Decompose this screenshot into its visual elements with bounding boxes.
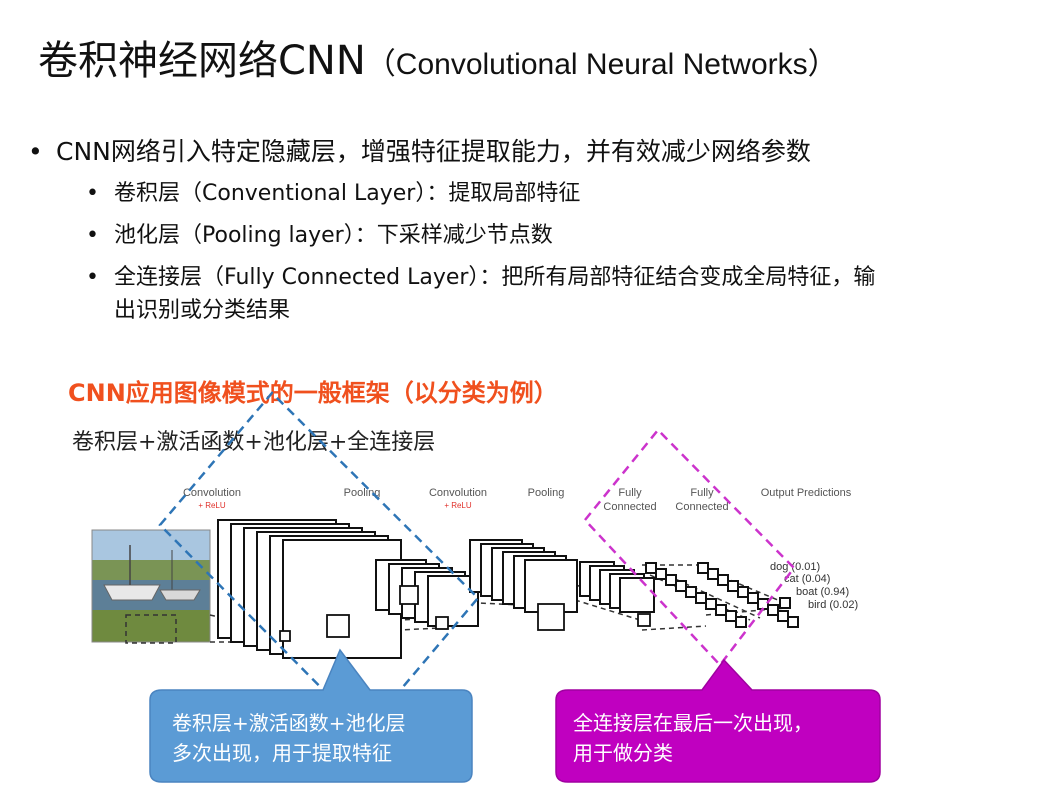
sub-bullet-conv-text: 卷积层（Conventional Layer）：提取局部特征 [114, 181, 581, 206]
title-sub: （Convolutional Neural Networks） [365, 48, 838, 81]
prediction-cat: cat (0.04) [784, 573, 830, 585]
fc1-map [695, 592, 707, 604]
conv-pool-highlight [158, 391, 480, 734]
kernel-window [399, 585, 419, 605]
fc1-map [735, 616, 747, 628]
feature-map-stacks [217, 519, 799, 659]
sub-bullet-list: 卷积层（Conventional Layer）：提取局部特征 池化层（Pooli… [28, 177, 875, 327]
fc2-map [697, 562, 709, 574]
fc2-map [777, 610, 789, 622]
prediction-bird: bird (0.02) [808, 599, 858, 611]
fc2-map [787, 616, 799, 628]
label-conv1-relu: + ReLU [198, 501, 226, 510]
sub-bullet-pool: 池化层（Pooling layer）：下采样减少节点数 [28, 219, 875, 252]
fc1-map [645, 562, 657, 574]
bullet-list: CNN网络引入特定隐藏层，增强特征提取能力，并有效减少网络参数 卷积层（Conv… [28, 133, 875, 336]
sub-bullet-fc-text-2: 出识别或分类结果 [114, 298, 291, 323]
fc2-map [717, 574, 729, 586]
fc2-map [727, 580, 739, 592]
kernel-window [537, 603, 565, 631]
framework-formula: 卷积层+激活函数+池化层+全连接层 [72, 430, 436, 455]
label-pool1: Pooling [344, 487, 381, 499]
callout-conv-pool: 卷积层+激活函数+池化层 多次出现，用于提取特征 [149, 648, 473, 783]
label-fc2-b: Connected [675, 501, 728, 513]
fc2-map [707, 568, 719, 580]
fc1-map [675, 580, 687, 592]
fc2-map [767, 604, 779, 616]
fc2-map [757, 598, 769, 610]
output-map [779, 597, 791, 609]
fc1-map [725, 610, 737, 622]
fc-highlight [583, 428, 796, 667]
callout-fc: 全连接层在最后一次出现， 用于做分类 [555, 658, 881, 783]
sub-bullet-conv: 卷积层（Conventional Layer）：提取局部特征 [28, 177, 875, 210]
callout-right-line1: 全连接层在最后一次出现， [573, 711, 813, 735]
prediction-dog: dog (0.01) [770, 561, 820, 573]
sub-bullet-fc-text-1: 全连接层（Fully Connected Layer）：把所有局部特征结合变成全… [114, 265, 876, 290]
bullet-main: CNN网络引入特定隐藏层，增强特征提取能力，并有效减少网络参数 [28, 133, 875, 171]
input-boat-image [91, 529, 211, 643]
label-conv2: Convolution [429, 487, 487, 499]
slide-title: 卷积神经网络CNN（Convolutional Neural Networks） [38, 28, 838, 86]
pool2-map [619, 577, 655, 613]
label-conv2-relu: + ReLU [444, 501, 472, 510]
label-fc1-a: Fully [618, 487, 642, 499]
label-pool2: Pooling [528, 487, 565, 499]
input-receptive-field [125, 614, 177, 644]
label-fc1-b: Connected [603, 501, 656, 513]
fc2-map [737, 586, 749, 598]
label-fc2-a: Fully [690, 487, 714, 499]
callout-right-line2: 用于做分类 [573, 741, 673, 765]
kernel-window [435, 616, 449, 630]
callout-left-line2: 多次出现，用于提取特征 [172, 741, 392, 765]
kernel-window [279, 630, 291, 642]
label-output: Output Predictions [761, 487, 852, 499]
fc1-map [655, 568, 667, 580]
fc1-map [685, 586, 697, 598]
fc2-map [747, 592, 759, 604]
kernel-window [637, 613, 651, 627]
sub-bullet-fc: 全连接层（Fully Connected Layer）：把所有局部特征结合变成全… [28, 261, 875, 327]
kernel-window [326, 614, 350, 638]
sub-bullet-pool-text: 池化层（Pooling layer）：下采样减少节点数 [114, 223, 553, 248]
fc1-map [705, 598, 717, 610]
fc1-map [665, 574, 677, 586]
framework-title: CNN应用图像模式的一般框架（以分类为例） [68, 379, 558, 407]
label-conv1: Convolution [183, 487, 241, 499]
title-main: 卷积神经网络CNN [38, 38, 366, 84]
callout-left-line1: 卷积层+激活函数+池化层 [172, 711, 406, 735]
prediction-boat: boat (0.94) [796, 586, 849, 598]
fc1-map [715, 604, 727, 616]
